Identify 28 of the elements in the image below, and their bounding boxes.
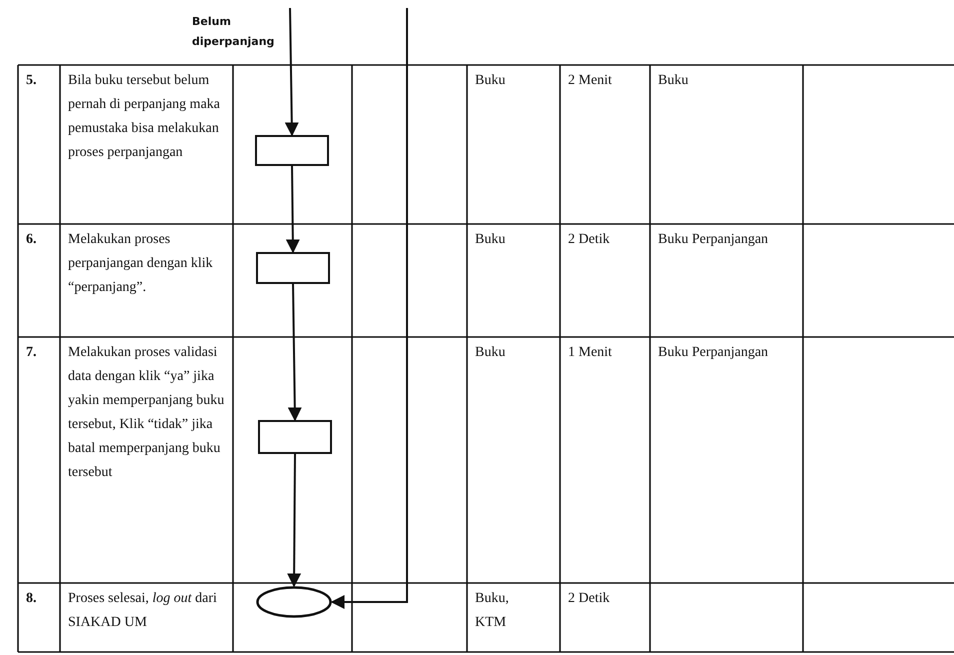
process-box <box>255 135 329 166</box>
output-text: Buku <box>658 72 690 90</box>
step-number: 8. <box>26 590 38 608</box>
output-text: Buku Perpanjangan <box>658 344 770 362</box>
duration-text: 1 Menit <box>568 344 613 362</box>
duration-text: 2 Detik <box>568 590 611 608</box>
arrow <box>286 166 300 254</box>
step-description: Proses selesai, log out dari SIAKAD UM <box>68 590 218 632</box>
step-description: Melakukan proses validasi data dengan klik “ya” jika yakin memperpanjang buku tersebut, Klik “tidak” jika batal memperpanjang buku tersebut <box>68 344 226 482</box>
duration-text: 2 Detik <box>568 231 611 249</box>
arrow <box>287 454 302 588</box>
output-text: Buku Perpanjangan <box>658 231 770 249</box>
input-text: Buku <box>475 72 506 90</box>
input-text: Buku, KTM <box>475 590 510 632</box>
arrow <box>284 8 299 136</box>
step-description: Melakukan proses perpanjangan dengan klik “perpanjang”. <box>68 231 214 297</box>
input-text: Buku <box>475 344 506 362</box>
input-text: Buku <box>475 231 506 249</box>
duration-text: 2 Menit <box>568 72 613 90</box>
process-box <box>256 252 330 284</box>
arrow <box>288 284 302 422</box>
step-number: 5. <box>26 72 38 90</box>
step-number: 6. <box>26 231 38 249</box>
arrow <box>330 8 408 609</box>
step-description: Bila buku tersebut belum pernah di perpanjang maka pemustaka bisa melakukan proses perpanjangan <box>68 72 221 162</box>
process-box <box>258 420 332 454</box>
terminator-ellipse <box>256 586 332 618</box>
step-number: 7. <box>26 344 38 362</box>
